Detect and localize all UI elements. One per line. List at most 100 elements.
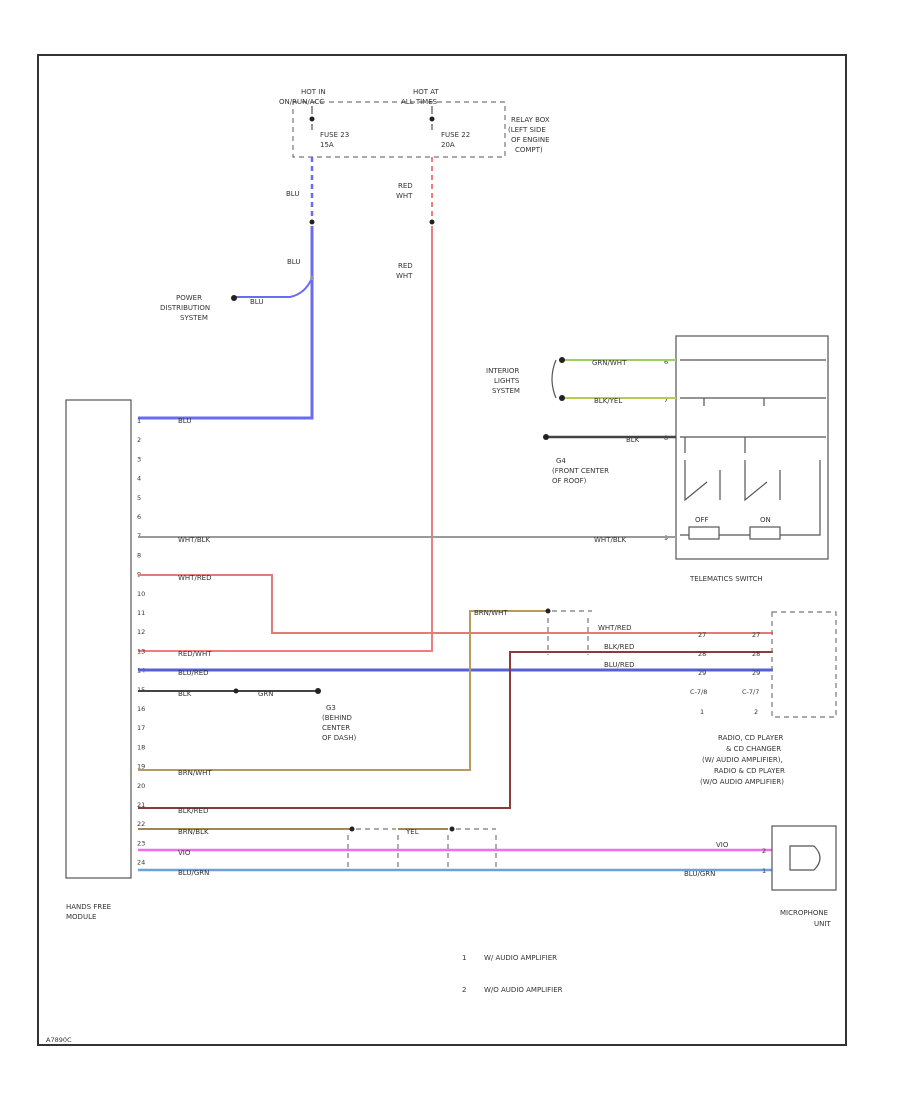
blu-label-3: BLU <box>250 298 263 306</box>
relay-box-label-2: (LEFT SIDE <box>508 126 546 134</box>
wire-vio: VIO VIO <box>138 841 773 857</box>
red-wht-stack-3: RED <box>398 262 413 270</box>
power-dist-label: POWER <box>176 294 202 302</box>
hands-free-module: HANDS FREE MODULE 1234567891011121314151… <box>65 399 145 921</box>
radio-label-3: (W/ AUDIO AMPLIFIER), <box>702 756 783 764</box>
hfm-pin-1: 1 <box>137 417 141 425</box>
blu-red-label: BLU/RED <box>178 669 209 677</box>
relay-box-label: RELAY BOX <box>511 116 550 124</box>
radio-label-5: (W/O AUDIO AMPLIFIER) <box>700 778 784 786</box>
wire-blk-g3: BLK GRN G3 (BEHIND CENTER OF DASH) <box>138 688 357 742</box>
microphone-unit: 2 1 MICROPHONE UNIT <box>762 825 837 928</box>
g4-label: G4 <box>556 457 566 465</box>
blk-yel-label: BLK/YEL <box>594 397 622 405</box>
fuse-23-label: FUSE 23 <box>320 131 349 139</box>
wire-blk-yel: BLK/YEL INTERIOR LIGHTS SYSTEM <box>486 359 676 405</box>
g4-label-2: (FRONT CENTER <box>552 467 609 475</box>
blk-g3-label: BLK <box>178 690 192 698</box>
hot-at-label-2: ALL TIMES <box>401 98 438 106</box>
diagram-id: A7890C <box>46 1036 72 1044</box>
wht-blk-label: WHT/BLK <box>178 536 211 544</box>
wire-brn-wht: BRN/WHT BRN/WHT <box>138 608 592 777</box>
note-1-number: 1 <box>462 954 466 962</box>
brn-wht-label: BRN/WHT <box>178 769 212 777</box>
wht-red-label-2: WHT/RED <box>598 624 632 632</box>
wht-red-label: WHT/RED <box>178 574 212 582</box>
blk-red-label: BLK/RED <box>178 807 208 815</box>
hfm-pin-10: 10 <box>137 590 145 598</box>
hfm-pin-17: 17 <box>137 724 145 732</box>
red-wht-stack-2: WHT <box>396 192 413 200</box>
relay-box-label-4: COMPT) <box>515 146 543 154</box>
hfm-pin-15: 15 <box>137 686 145 694</box>
wire-blu-grn: BLU/GRN BLU/GRN <box>138 868 773 878</box>
g3-label-2: (BEHIND <box>322 714 352 722</box>
wire-blu-red: BLU/RED BLU/RED <box>138 661 773 677</box>
mic-pin-2: 2 <box>762 847 766 855</box>
wire-wht-red: WHT/RED WHT/RED <box>138 574 773 634</box>
wire-blu: BLU BLU BLU BLU POWER DISTRIBUTION SYSTE… <box>138 157 315 425</box>
note-2-text: W/O AUDIO AMPLIFIER <box>484 986 563 994</box>
radio-alt-pin-2: C-7/7 <box>742 688 759 696</box>
red-wht-stack-4: WHT <box>396 272 413 280</box>
radio-pin-27b: 27 <box>752 631 760 639</box>
hfm-pin-19: 19 <box>137 763 145 771</box>
hfm-pin-4: 4 <box>137 475 141 483</box>
relay-box-label-3: OF ENGINE <box>511 136 550 144</box>
blu-grn-label: BLU/GRN <box>178 869 209 877</box>
radio-label: RADIO, CD PLAYER <box>718 734 784 742</box>
grn-wht-label: GRN/WHT <box>592 359 627 367</box>
fuse-23-rating: 15A <box>320 141 334 149</box>
wire-red-wht: RED WHT RED WHT RED/WHT <box>138 157 435 658</box>
red-wht-label: RED/WHT <box>178 650 212 658</box>
hands-free-label: HANDS FREE <box>66 903 111 911</box>
radio-unit: 27 28 29 27 28 29 C-7/8 C-7/7 1 2 RADIO,… <box>690 611 837 786</box>
hfm-pin-2: 2 <box>137 436 141 444</box>
hfm-pin-22: 22 <box>137 820 145 828</box>
wht-blk-label-2: WHT/BLK <box>594 536 627 544</box>
blu-grn-label-2: BLU/GRN <box>684 870 715 878</box>
telematics-label: TELEMATICS SWITCH <box>689 575 763 583</box>
interior-lights-label-2: LIGHTS <box>494 377 520 385</box>
hfm-pin-21: 21 <box>137 801 145 809</box>
hfm-pin-12: 12 <box>137 628 145 636</box>
blu-label-1: BLU <box>286 190 299 198</box>
hfm-pin-11: 11 <box>137 609 145 617</box>
radio-pin-28: 28 <box>698 650 706 658</box>
hfm-pin-18: 18 <box>137 743 145 751</box>
note-2-number: 2 <box>462 986 466 994</box>
blu-label-2: BLU <box>287 258 300 266</box>
tel-pin-6: 6 <box>664 358 668 366</box>
radio-note-2: 2 <box>754 708 758 716</box>
hfm-pin-5: 5 <box>137 494 141 502</box>
hfm-pin-20: 20 <box>137 782 145 790</box>
hfm-pin-6: 6 <box>137 513 141 521</box>
on-button: ON <box>760 516 771 524</box>
g3-label-4: OF DASH) <box>322 734 357 742</box>
hands-free-label-2: MODULE <box>66 913 96 921</box>
radio-label-2: & CD CHANGER <box>726 745 781 753</box>
fuse-22-label: FUSE 22 <box>441 131 470 139</box>
wire-grn-wht: GRN/WHT <box>559 357 676 367</box>
telematics-switch: TELEMATICS SWITCH OFF ON 6 7 8 9 <box>664 335 829 583</box>
wire-blk-g4: BLK G4 (FRONT CENTER OF ROOF) <box>543 434 676 485</box>
radio-pin-27: 27 <box>698 631 706 639</box>
off-button: OFF <box>695 516 709 524</box>
blk-g4-label: BLK <box>626 436 640 444</box>
mic-pin-1: 1 <box>762 867 766 875</box>
g3-label: G3 <box>326 704 336 712</box>
blu-label-4: BLU <box>178 417 191 425</box>
wire-blk-red: BLK/RED BLK/RED <box>138 643 773 815</box>
vio-label: VIO <box>178 849 191 857</box>
notes: 1 W/ AUDIO AMPLIFIER 2 W/O AUDIO AMPLIFI… <box>462 954 563 994</box>
interior-lights-label-3: SYSTEM <box>492 387 520 395</box>
radio-pin-29: 29 <box>698 669 706 677</box>
tel-pin-7: 7 <box>664 396 668 404</box>
mic-label: MICROPHONE <box>780 909 828 917</box>
hfm-pin-24: 24 <box>137 859 145 867</box>
radio-pin-28b: 28 <box>752 650 760 658</box>
power-dist-label-3: SYSTEM <box>180 314 208 322</box>
hfm-pin-3: 3 <box>137 455 141 463</box>
